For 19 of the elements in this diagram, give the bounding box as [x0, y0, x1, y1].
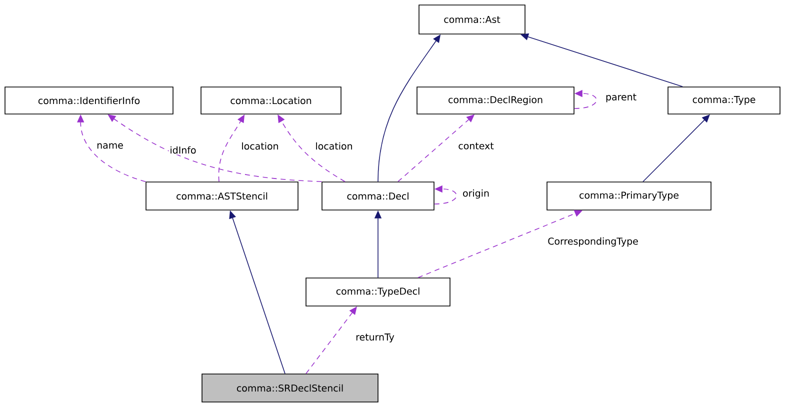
- class-box: comma::ASTStencil: [146, 182, 298, 210]
- edge-label: idInfo: [168, 145, 198, 155]
- class-box: comma::Location: [200, 86, 342, 114]
- edge-label: origin: [462, 188, 490, 200]
- edge-label: location: [314, 141, 354, 151]
- class-box: comma::DeclRegion: [416, 86, 574, 114]
- edge-label: returnTy: [354, 332, 396, 344]
- class-box: comma::SRDeclStencil: [202, 374, 378, 402]
- class-box: comma::TypeDecl: [306, 278, 450, 306]
- class-box: comma::Decl: [322, 182, 434, 210]
- edge-label: CorrespondingType: [546, 236, 640, 248]
- edge-label: parent: [604, 92, 638, 104]
- class-box: comma::IdentifierInfo: [4, 86, 174, 114]
- class-box: comma::PrimaryType: [546, 182, 712, 210]
- class-box: comma::Ast: [418, 4, 526, 34]
- edge-label: location: [240, 141, 280, 151]
- edge-label: name: [96, 142, 124, 150]
- edge-label: context: [457, 142, 495, 150]
- class-box: comma::Type: [668, 86, 780, 114]
